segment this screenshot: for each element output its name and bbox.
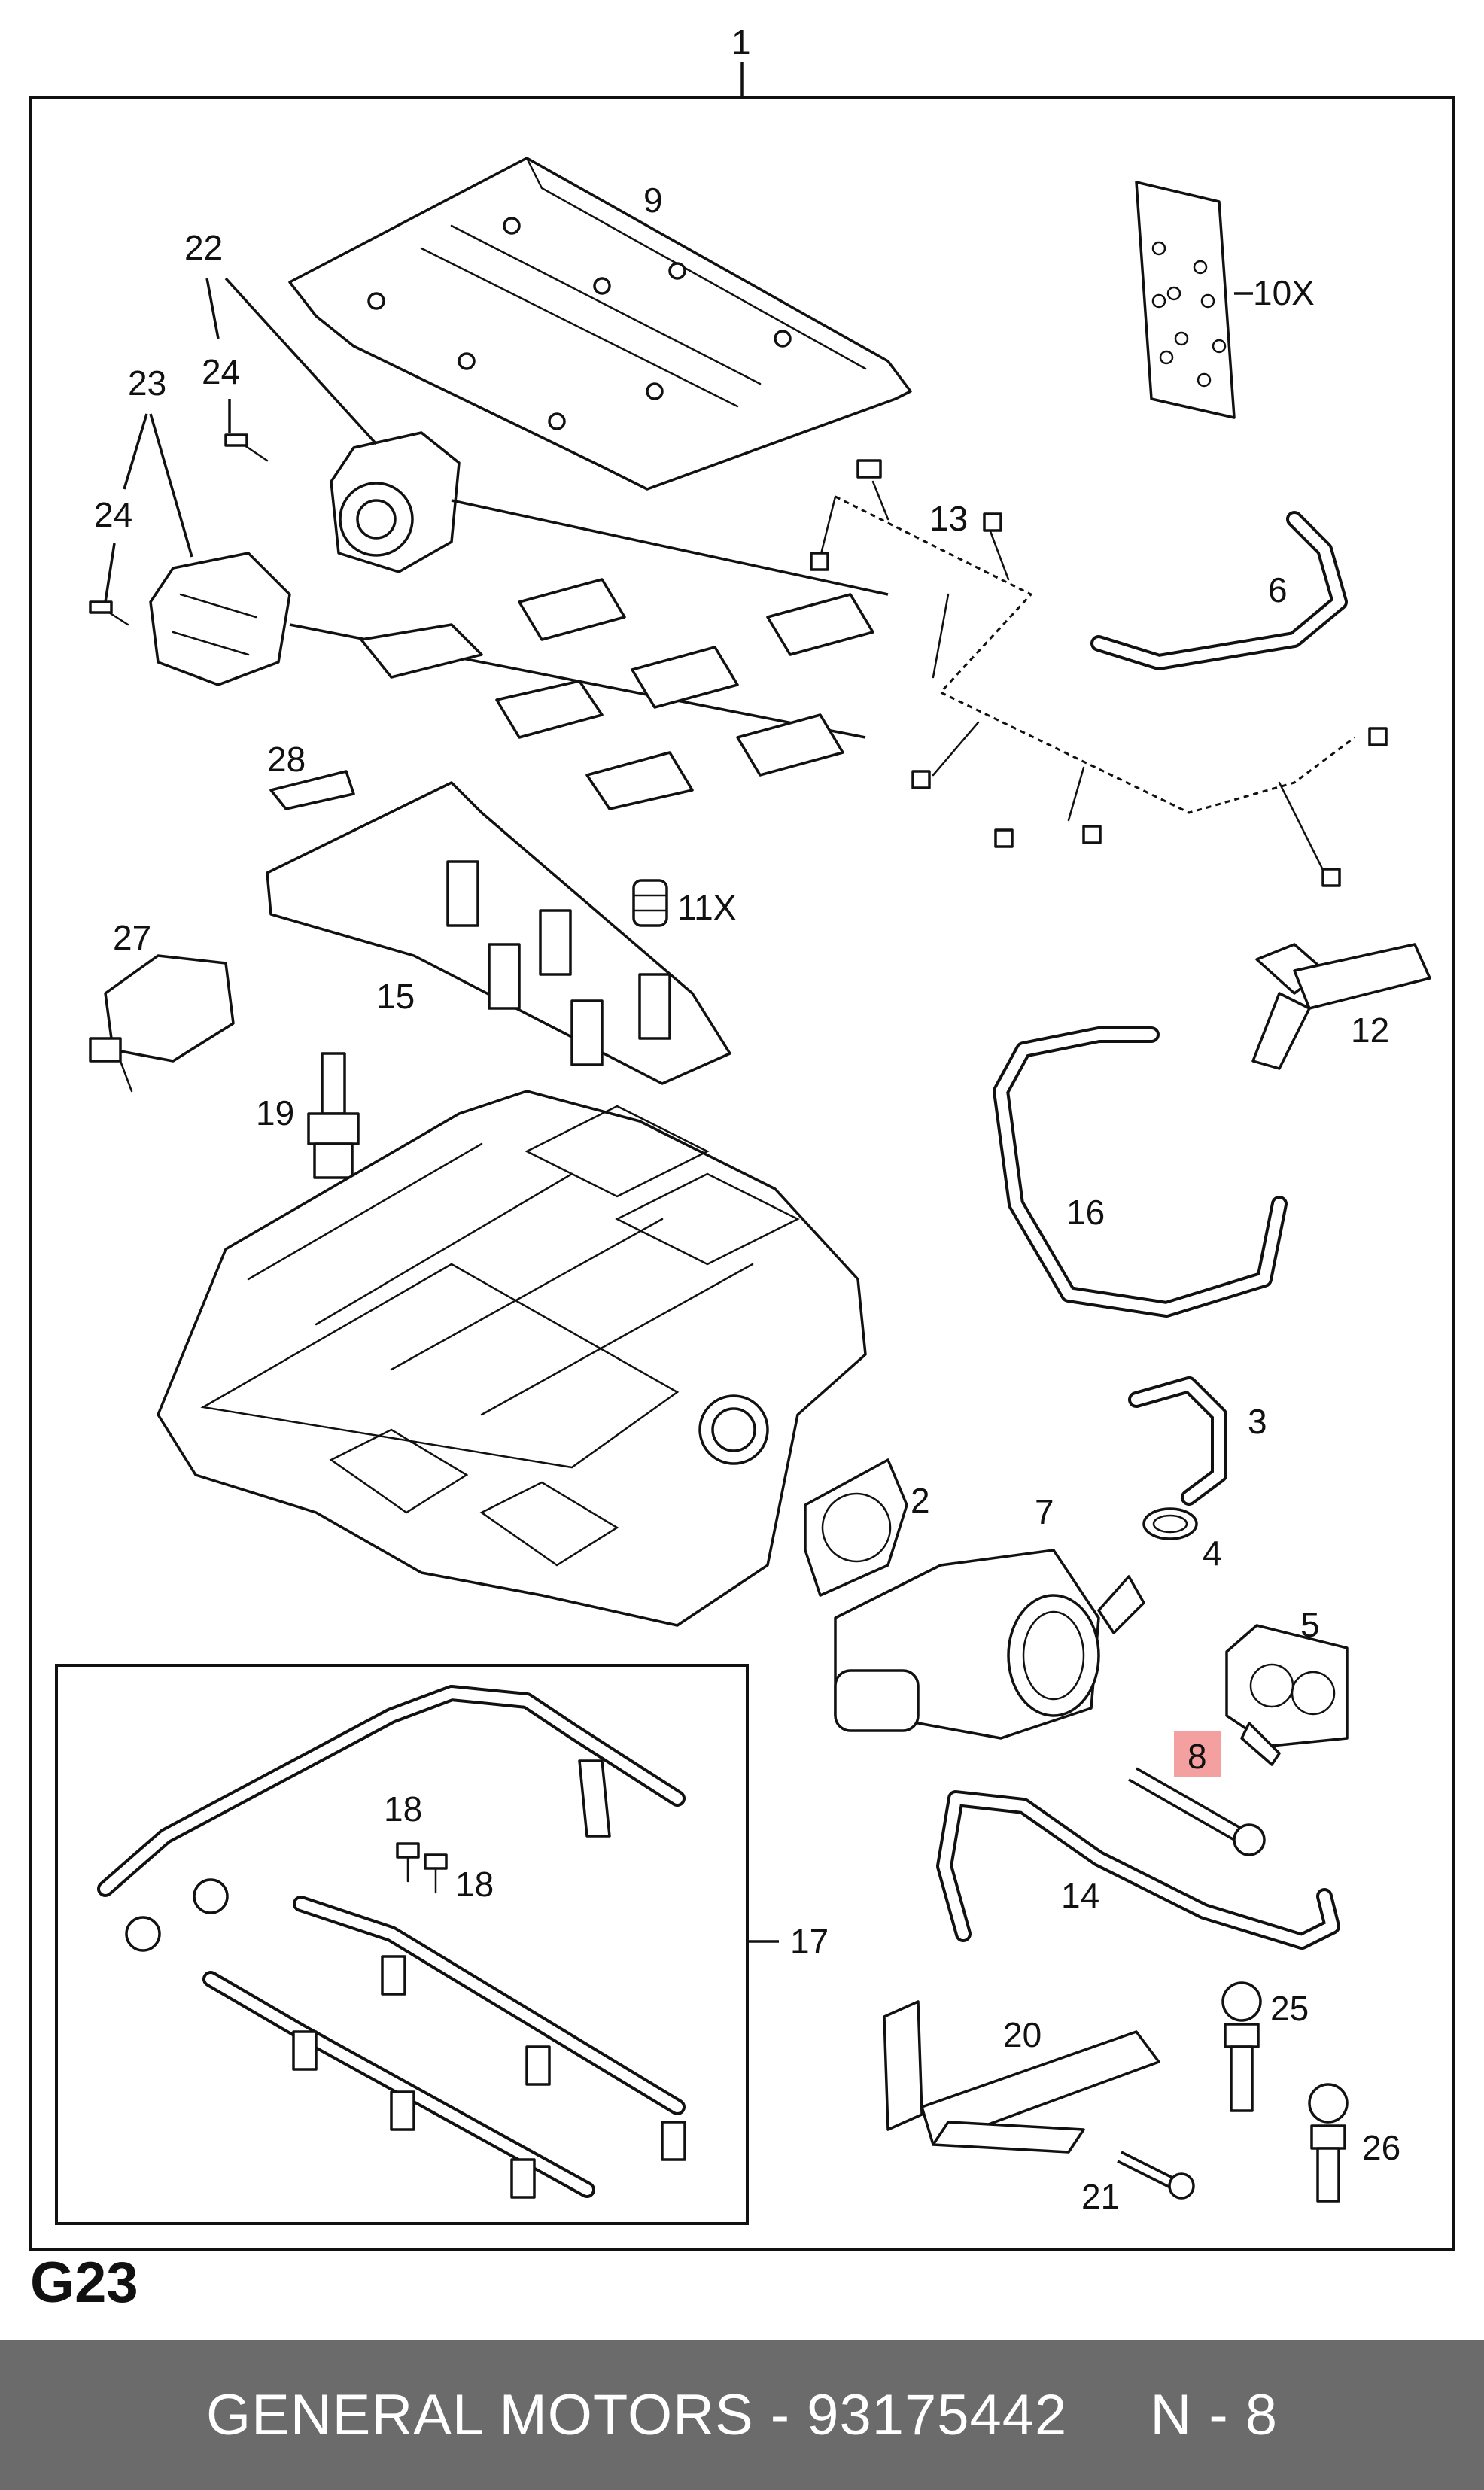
part-15-intake-rail: 15	[266, 781, 731, 1085]
part-7-throttle-body: 7	[834, 1492, 1145, 1740]
callout-16: 16	[1066, 1193, 1105, 1232]
callout-18-upper: 18	[384, 1789, 422, 1829]
part-13-wiring-harness: 13	[810, 459, 1388, 887]
callout-18-lower: 18	[455, 1865, 494, 1904]
callout-26: 26	[1362, 2128, 1400, 2167]
callout-23: 23	[128, 363, 166, 403]
part-21-bolt: 21	[1081, 2151, 1195, 2216]
callout-15: 15	[376, 977, 415, 1016]
footer-brand-part-number: GENERAL MOTORS - 93175442	[205, 2383, 1068, 2447]
part-17-inset-frame	[55, 1664, 749, 2225]
part-26-ball-stud: 26	[1308, 2083, 1400, 2203]
callout-28: 28	[267, 740, 306, 779]
part-9-cover-plate: 9	[288, 157, 912, 491]
callout-27: 27	[113, 918, 151, 957]
part-25-ball-stud: 25	[1221, 1981, 1309, 2112]
part-24-screw-upper	[224, 433, 269, 462]
part-5-bracket: 5	[1225, 1605, 1349, 1766]
callout-5: 5	[1300, 1605, 1320, 1644]
callout-4: 4	[1203, 1534, 1222, 1573]
callout-2: 2	[911, 1481, 930, 1520]
part-24-screw-lower	[89, 600, 129, 626]
callout-6: 6	[1268, 570, 1288, 610]
part-10x-screw-bag: 10X	[1135, 181, 1315, 419]
callout-22: 22	[184, 228, 223, 267]
callout-7: 7	[1035, 1492, 1054, 1531]
callout-14: 14	[1061, 1876, 1099, 1915]
callout-21: 21	[1081, 2177, 1120, 2216]
callout-9: 9	[643, 181, 663, 220]
callout-10x: 10X	[1253, 273, 1315, 312]
part-27-valve: 27	[89, 918, 235, 1093]
part-18-screw	[396, 1842, 448, 1894]
part-19-sensor: 19	[256, 1052, 360, 1179]
part-14-hose: 14	[936, 1790, 1340, 1950]
part-3-hose: 3	[1128, 1376, 1267, 1506]
part-20-bracket: 20	[883, 2000, 1160, 2154]
callout-24-upper: 24	[202, 352, 240, 391]
callout-24-lower-leader	[104, 543, 116, 603]
callout-3: 3	[1248, 1402, 1267, 1441]
callout-1: 1	[731, 23, 751, 62]
part-4-clamp: 4	[1142, 1507, 1222, 1573]
part-12-injector: 12	[1251, 943, 1431, 1070]
footer-bar: GENERAL MOTORS - 93175442 N - 8	[0, 2340, 1484, 2490]
callout-8: 8	[1188, 1737, 1207, 1776]
part-2-gasket: 2	[804, 1458, 930, 1597]
intake-manifold	[157, 1090, 867, 1627]
callout-12: 12	[1351, 1011, 1389, 1050]
part-8-bolt: 8	[1128, 1731, 1266, 1856]
part-6-hose: 6	[1090, 511, 1348, 670]
part-17-fuel-rail	[97, 1685, 686, 2199]
callout-19: 19	[256, 1093, 294, 1133]
callout-25: 25	[1270, 1989, 1309, 2028]
part-28-clip: 28	[267, 740, 355, 810]
footer-position-label: N - 8	[1150, 2383, 1279, 2447]
part-16-hose: 16	[993, 1026, 1288, 1318]
callout-8-highlight	[1174, 1731, 1221, 1777]
flap-shaft-assembly	[289, 499, 889, 810]
callout-20: 20	[1003, 2015, 1042, 2054]
callout-24-lower: 24	[94, 495, 132, 534]
callout-11x: 11X	[677, 888, 736, 927]
part-11x-seal: 11X	[632, 879, 736, 927]
callout-17: 17	[790, 1922, 829, 1961]
callout-13: 13	[929, 499, 968, 538]
figure-code: G23	[30, 2251, 138, 2315]
part-23-actuator: 23	[123, 363, 291, 686]
